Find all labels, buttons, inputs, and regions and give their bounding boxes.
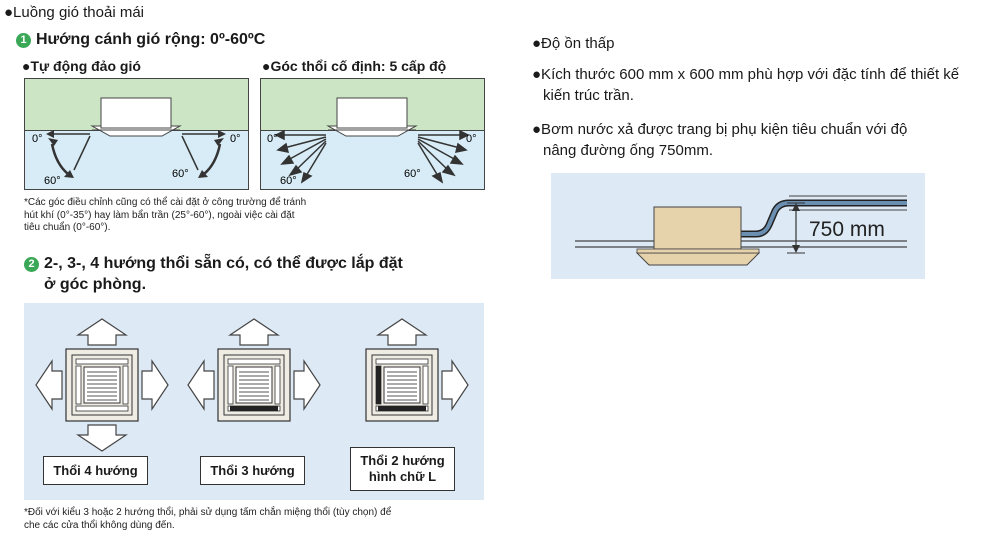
label-2-way-l: Thổi 2 hướng hình chữ L bbox=[350, 447, 455, 491]
section1-note: *Các góc điều chỉnh cũng có thể cài đặt … bbox=[24, 197, 307, 233]
label-4-way: Thổi 4 hướng bbox=[43, 456, 148, 485]
section-title: ●Luồng gió thoải mái bbox=[4, 4, 144, 21]
panel-a-angle-end-right: 60° bbox=[172, 168, 189, 180]
panel-b-angle-start-left: 0° bbox=[267, 133, 278, 145]
panel-b-angle-end-left: 60° bbox=[280, 175, 297, 187]
bullet-size: ●Kích thước 600 mm x 600 mm phù hợp với … bbox=[532, 66, 960, 104]
panel-a-title: ●Tự động đảo gió bbox=[22, 58, 141, 74]
fixed-angle-diagram: 0° 0° 60° 60° bbox=[260, 78, 485, 190]
section1-heading: 1 Hướng cánh gió rộng: 0º-60ºC bbox=[16, 31, 265, 49]
panel-b-angle-end-right: 60° bbox=[404, 168, 421, 180]
panel-b-angle-start-right: 0° bbox=[466, 133, 477, 145]
flow-direction-panel: Thổi 4 hướng Thổi 3 hướng Thổi 2 hướng h… bbox=[24, 303, 484, 500]
section1-number-badge: 1 bbox=[16, 33, 31, 48]
bullet-drain-pump: ●Bơm nước xả được trang bị phụ kiện tiêu… bbox=[532, 121, 908, 159]
label-3-way: Thổi 3 hướng bbox=[200, 456, 305, 485]
panel-a-angle-start-right: 0° bbox=[230, 133, 241, 145]
panel-a-angle-start-left: 0° bbox=[32, 133, 43, 145]
section2-note: *Đối với kiểu 3 hoặc 2 hướng thổi, phải … bbox=[24, 507, 392, 531]
bullet-low-noise: ●Độ ồn thấp bbox=[532, 35, 615, 52]
panel-a-angle-end-left: 60° bbox=[44, 175, 61, 187]
auto-swing-diagram: 0° 0° 60° 60° bbox=[24, 78, 249, 190]
section1-heading-text: Hướng cánh gió rộng: 0º-60ºC bbox=[36, 31, 266, 48]
flow-direction-diagram bbox=[35, 318, 469, 452]
section2-number-badge: 2 bbox=[24, 257, 39, 272]
drain-lift-diagram: 750 mm bbox=[551, 173, 925, 279]
drain-lift-label: 750 mm bbox=[809, 218, 885, 241]
panel-b-title: ●Góc thổi cố định: 5 cấp độ bbox=[262, 58, 447, 74]
